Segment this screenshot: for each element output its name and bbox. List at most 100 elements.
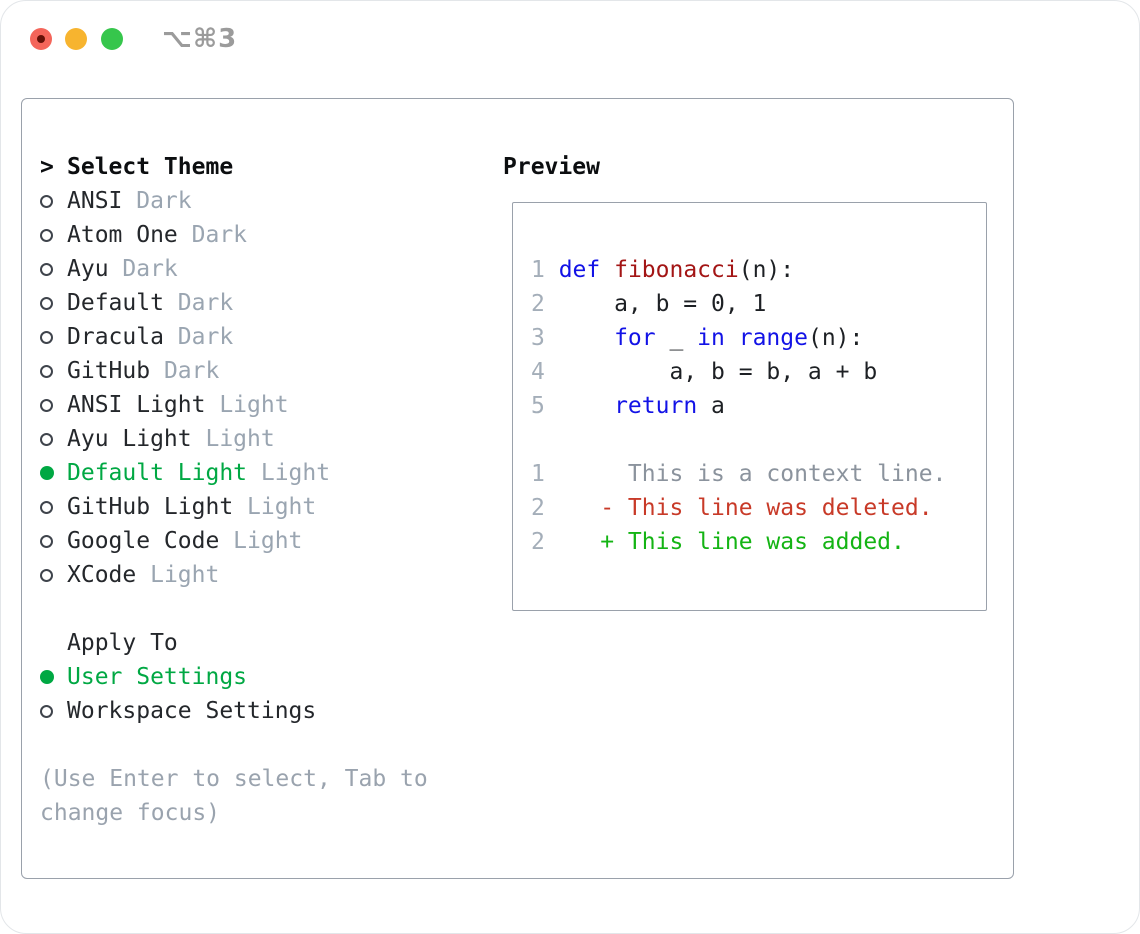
code-token: a, b = 0, 1	[558, 291, 767, 317]
line-number: 3	[531, 325, 545, 351]
line-number: 5	[531, 393, 545, 419]
option-label: XCode	[67, 562, 137, 588]
code-token: range	[738, 325, 808, 351]
option-label: Dracula	[67, 324, 164, 350]
line-number: 1	[531, 461, 545, 487]
preview-line: 1 This is a context line.	[531, 457, 986, 491]
keyboard-hint: (Use Enter to select, Tab to change focu…	[40, 766, 428, 826]
radio-icon	[40, 500, 53, 514]
code-token: a, b = b, a + b	[558, 359, 878, 385]
option-label: ANSI Light	[67, 392, 206, 418]
close-button[interactable]	[30, 28, 52, 50]
zoom-button[interactable]	[101, 28, 123, 50]
theme-option[interactable]: Atom One Dark	[40, 218, 330, 252]
option-label: Default Light	[67, 460, 248, 486]
apply-to-option[interactable]: Workspace Settings	[40, 694, 316, 728]
code-token: return	[614, 393, 698, 419]
radio-icon	[40, 534, 53, 548]
theme-option[interactable]: GitHub Light Light	[40, 490, 330, 524]
code-token: _	[655, 325, 698, 351]
minimize-button[interactable]	[65, 28, 87, 50]
option-label: User Settings	[67, 664, 248, 690]
code-token: This is a context line.	[558, 461, 947, 487]
theme-option[interactable]: GitHub Dark	[40, 354, 330, 388]
theme-option[interactable]: Default Light Light	[40, 456, 330, 490]
option-label: Workspace Settings	[67, 698, 317, 724]
radio-icon	[40, 568, 53, 582]
theme-variant-tag: Dark	[177, 290, 234, 316]
code-token: fibonacci	[614, 257, 739, 283]
theme-variant-tag: Light	[233, 528, 303, 554]
option-label: Ayu	[67, 256, 109, 282]
apply-to-option[interactable]: User Settings	[40, 660, 316, 694]
theme-option[interactable]: Google Code Light	[40, 524, 330, 558]
preview-line: 3 for _ in range(n):	[531, 321, 986, 355]
option-label: Atom One	[67, 222, 178, 248]
preview-line: 2 - This line was deleted.	[531, 491, 986, 525]
theme-option[interactable]: ANSI Dark	[40, 184, 330, 218]
option-label: Ayu Light	[67, 426, 192, 452]
code-token: - This line was deleted.	[558, 495, 933, 521]
theme-option[interactable]: Default Dark	[40, 286, 330, 320]
theme-option[interactable]: Dracula Dark	[40, 320, 330, 354]
option-label: ANSI	[67, 188, 123, 214]
theme-variant-tag: Dark	[163, 358, 220, 384]
radio-selected-icon	[40, 670, 54, 684]
select-theme-header: > Select Theme	[40, 150, 330, 184]
preview-line: 5 return a	[531, 389, 986, 423]
line-number: 2	[531, 529, 545, 555]
spacer	[40, 626, 67, 660]
code-token	[725, 325, 739, 351]
option-label: Default	[67, 290, 164, 316]
code-token	[600, 257, 614, 283]
radio-icon	[40, 330, 53, 344]
select-theme-title: Select Theme	[67, 154, 234, 180]
radio-selected-icon	[40, 466, 54, 480]
theme-option[interactable]: ANSI Light Light	[40, 388, 330, 422]
radio-icon	[40, 364, 53, 378]
code-token	[559, 325, 614, 351]
radio-icon	[40, 704, 53, 718]
option-label: Google Code	[67, 528, 220, 554]
preview-line: 2 a, b = 0, 1	[531, 287, 986, 321]
radio-icon	[40, 228, 53, 242]
code-token	[559, 393, 614, 419]
line-number: 2	[531, 495, 545, 521]
titlebar: ⌥⌘3	[1, 1, 1139, 77]
radio-icon	[40, 432, 53, 446]
code-token: + This line was added.	[558, 529, 905, 555]
line-number: 2	[531, 291, 545, 317]
radio-icon	[40, 296, 53, 310]
theme-variant-tag: Dark	[191, 222, 248, 248]
code-token: for	[614, 325, 656, 351]
preview-line: 2 + This line was added.	[531, 525, 986, 559]
line-number: 4	[531, 359, 545, 385]
theme-variant-tag: Light	[247, 494, 317, 520]
theme-variant-tag: Dark	[136, 188, 192, 214]
code-token: (n):	[807, 325, 864, 351]
line-number: 1	[531, 257, 545, 283]
radio-icon	[40, 262, 53, 276]
theme-variant-tag: Dark	[177, 324, 234, 350]
theme-variant-tag: Dark	[122, 256, 178, 282]
apply-to-header: Apply To	[40, 626, 316, 660]
option-label: GitHub	[67, 358, 151, 384]
theme-variant-tag: Light	[205, 426, 275, 452]
theme-option[interactable]: Ayu Light Light	[40, 422, 330, 456]
theme-variant-tag: Light	[219, 392, 289, 418]
prompt-marker: >	[40, 150, 67, 184]
theme-option[interactable]: Ayu Dark	[40, 252, 330, 286]
radio-icon	[40, 398, 53, 412]
code-token: in	[697, 325, 725, 351]
apply-to-title: Apply To	[67, 630, 178, 656]
radio-icon	[40, 194, 53, 208]
option-label: GitHub Light	[67, 494, 234, 520]
prompt-icon: >	[40, 154, 54, 180]
theme-variant-tag: Light	[260, 460, 331, 486]
